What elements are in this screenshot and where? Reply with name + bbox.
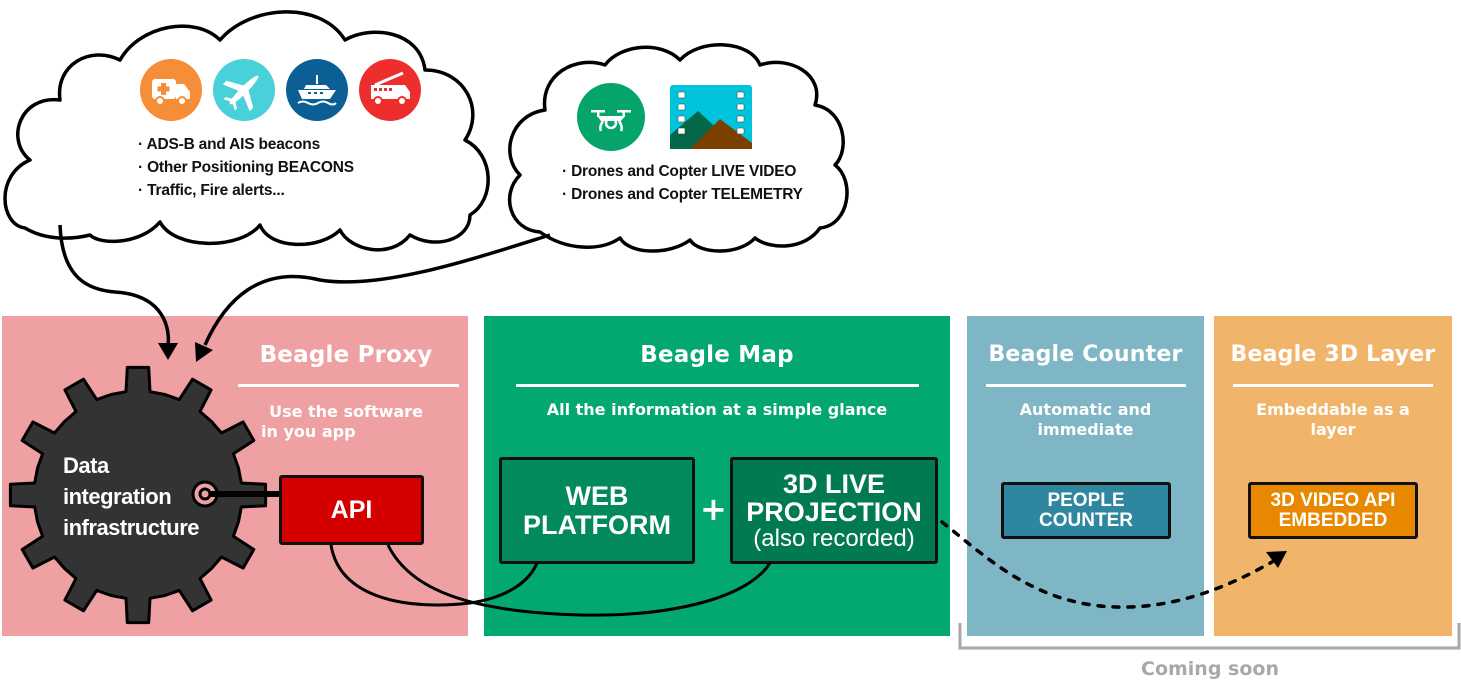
list-item: · Traffic, Fire alerts... [138, 182, 285, 199]
title-divider [516, 384, 919, 387]
subtitle-line: Use the software [269, 402, 423, 421]
web-platform-box[interactable]: WEB PLATFORM [499, 457, 695, 564]
drones-list: · Drones and Copter LIVE VIDEO · Drones … [562, 160, 803, 206]
panel-subtitle: Embeddable as a layer [1214, 400, 1452, 440]
subtitle-line: immediate [1037, 420, 1134, 439]
box-note: (also recorded) [753, 525, 915, 553]
box-label-line: PEOPLE [1047, 489, 1125, 511]
list-item: · Other Positioning BEACONS [138, 159, 354, 176]
api-to-live-projection-curve [386, 544, 772, 617]
box-label-line: 3D LIVE [782, 468, 886, 499]
title-divider [1233, 384, 1433, 387]
panel-beagle-counter: Beagle Counter Automatic and immediate [967, 316, 1204, 636]
arrow-from-beacons [58, 224, 171, 346]
beacons-list: · ADS-B and AIS beacons · Other Position… [138, 133, 354, 202]
gear-label-line: integration [63, 484, 172, 509]
gear-shape [8, 365, 268, 625]
ambulance-icon [140, 59, 202, 121]
panel-subtitle: All the information at a simple glance [546, 400, 888, 419]
box-label-line: PROJECTION [746, 496, 922, 527]
subtitle-line: Automatic and [1019, 400, 1152, 419]
subtitle-line: Embeddable as a [1256, 400, 1410, 419]
live-projection-box[interactable]: 3D LIVE PROJECTION (also recorded) [730, 457, 938, 564]
box-label-line: WEB [565, 481, 629, 512]
api-label: API [330, 495, 373, 524]
panel-title: Beagle 3D Layer [1230, 342, 1436, 367]
list-item: · Drones and Copter TELEMETRY [562, 186, 803, 203]
subtitle-line: in you app [261, 422, 356, 441]
gear-label: Data integration infrastructure [63, 450, 200, 543]
video-film-icon [670, 85, 752, 149]
ship-icon [286, 59, 348, 121]
box-label-line: EMBEDDED [1278, 509, 1388, 531]
arrow-from-drones [203, 233, 551, 346]
panel-beagle-3d-layer: Beagle 3D Layer Embeddable as a layer [1214, 316, 1452, 636]
list-item: · Drones and Copter LIVE VIDEO [562, 163, 797, 180]
list-item: · ADS-B and AIS beacons [138, 136, 320, 153]
fire-truck-icon [359, 59, 421, 121]
airplane-icon [213, 59, 275, 121]
box-label-line: COUNTER [1039, 509, 1133, 531]
arrowhead [195, 342, 213, 362]
panel-title: Beagle Map [640, 342, 794, 368]
box-label-line: PLATFORM [523, 509, 671, 540]
gear-label-line: Data [63, 453, 109, 478]
panel-title: Beagle Proxy [259, 342, 433, 368]
subtitle-line: layer [1310, 420, 1356, 439]
3d-video-api-box[interactable]: 3D VIDEO API EMBEDDED [1248, 482, 1418, 539]
box-label-line: 3D VIDEO API [1270, 489, 1396, 511]
drone-icon [577, 83, 645, 151]
title-divider [238, 384, 459, 387]
dotted-arrow-to-3d-layer [940, 520, 1274, 609]
people-counter-box[interactable]: PEOPLE COUNTER [1001, 482, 1171, 539]
plus-sign: + [700, 490, 727, 528]
api-box[interactable]: API [279, 475, 424, 545]
arrowhead [158, 343, 178, 360]
gear-label-line: infrastructure [63, 515, 200, 540]
api-to-web-platform-curve [329, 544, 539, 607]
panel-title: Beagle Counter [988, 342, 1183, 367]
panel-subtitle: Automatic and immediate [967, 400, 1204, 440]
title-divider [986, 384, 1186, 387]
coming-soon-label: Coming soon [1141, 658, 1279, 680]
arrowhead [1266, 551, 1287, 568]
panel-subtitle: Use the software in you app [238, 402, 454, 442]
